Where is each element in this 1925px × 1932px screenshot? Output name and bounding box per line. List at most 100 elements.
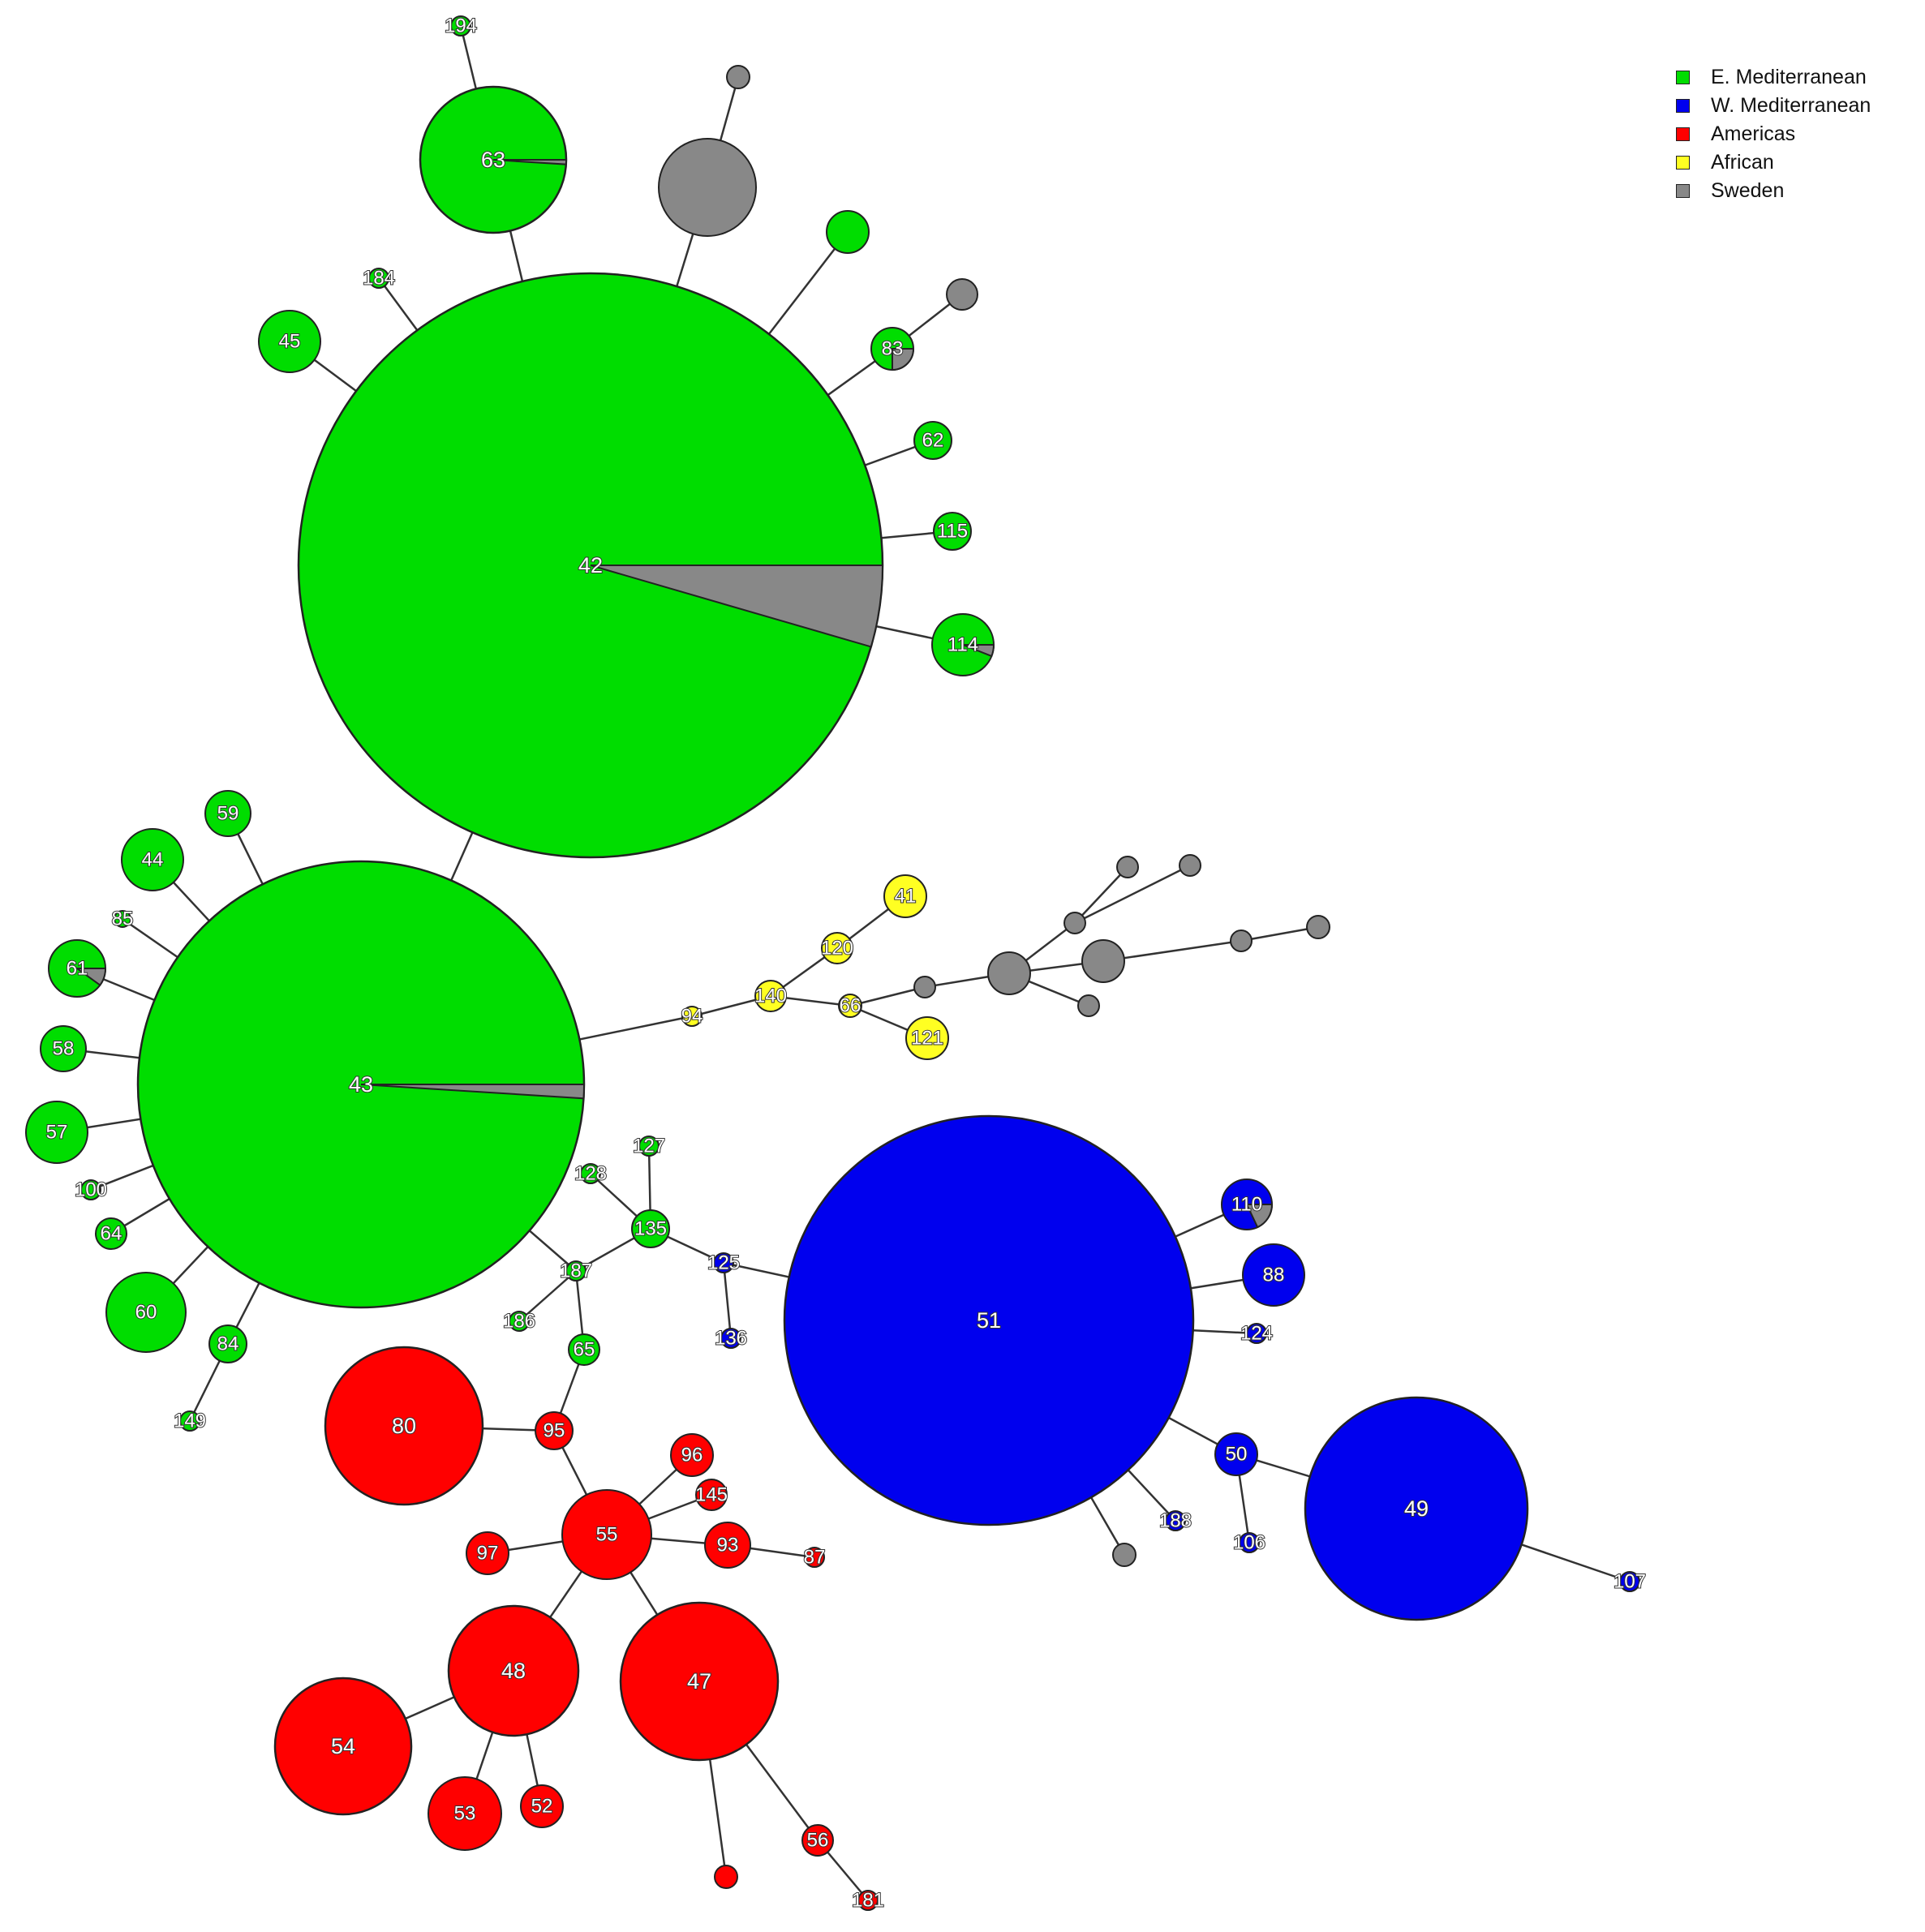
node-label: 47	[687, 1669, 711, 1694]
node-label: 106	[1233, 1532, 1265, 1554]
node-62: 62	[913, 421, 952, 460]
node-circle	[619, 1601, 780, 1762]
node-circle	[987, 951, 1031, 995]
legend-item-sweden: Sweden	[1676, 177, 1871, 205]
node-106: 106	[1232, 1531, 1266, 1555]
node-circle	[1619, 1571, 1640, 1592]
node-label: 97	[477, 1543, 499, 1565]
node-label: 50	[1226, 1444, 1248, 1466]
node-wedge	[892, 348, 915, 371]
node-circle	[520, 1784, 564, 1828]
node-label: 64	[101, 1223, 122, 1245]
node-sw-k	[1306, 915, 1330, 939]
node-sw-b	[726, 65, 750, 89]
node-circle	[450, 15, 471, 36]
node-label: 188	[1159, 1510, 1192, 1532]
node-label: 63	[481, 148, 505, 172]
node-circle	[258, 310, 321, 373]
node-44: 44	[121, 828, 184, 891]
node-circle	[670, 1433, 714, 1477]
node-label: 45	[279, 331, 301, 353]
node-95: 95	[535, 1411, 574, 1450]
node-51: 51	[783, 1114, 1195, 1526]
node-label: 93	[717, 1535, 739, 1556]
node-140: 140	[754, 980, 788, 1012]
node-45: 45	[258, 310, 321, 373]
node-circle	[324, 1346, 484, 1506]
node-sw-c	[946, 278, 978, 311]
node-194: 194	[444, 15, 478, 38]
node-label: 48	[501, 1659, 526, 1683]
node-circle	[681, 1006, 703, 1027]
node-circle	[1081, 939, 1125, 983]
node-wedge	[492, 159, 568, 165]
node-52: 52	[520, 1784, 564, 1828]
node-label: 80	[392, 1414, 416, 1438]
node-circle	[121, 828, 184, 891]
legend: E. Mediterranean W. Mediterranean Americ…	[1676, 63, 1871, 205]
node-circle	[720, 1328, 741, 1349]
node-wedge	[360, 1084, 586, 1100]
node-label: 136	[715, 1328, 747, 1350]
node-g-a	[826, 210, 870, 254]
legend-label: Sweden	[1711, 179, 1785, 202]
node-label: 96	[681, 1445, 703, 1466]
legend-label: African	[1711, 151, 1774, 174]
node-43: 43	[136, 860, 586, 1309]
node-circle	[1116, 856, 1139, 878]
node-label: 56	[807, 1830, 829, 1852]
node-circle	[905, 1016, 949, 1060]
node-149: 149	[173, 1410, 207, 1433]
node-circle	[1246, 1323, 1267, 1344]
node-sw-l	[1077, 994, 1100, 1017]
node-187: 187	[559, 1260, 593, 1283]
node-circle	[726, 65, 750, 89]
legend-label: Americas	[1711, 122, 1796, 145]
edge-sw-j-sw-k	[1240, 925, 1319, 942]
node-circle	[208, 1324, 247, 1363]
node-circle	[1179, 854, 1201, 877]
node-label: 95	[544, 1420, 565, 1442]
node-label: 107	[1613, 1571, 1646, 1593]
node-circle	[826, 210, 870, 254]
node-circle	[1242, 1243, 1305, 1307]
node-125: 125	[707, 1252, 741, 1275]
node-circle	[804, 1547, 825, 1568]
legend-item-w-mediterranean: W. Mediterranean	[1676, 92, 1871, 120]
node-label: 87	[804, 1547, 826, 1569]
legend-item-african: African	[1676, 148, 1871, 177]
node-115: 115	[933, 512, 972, 551]
node-label: 184	[363, 268, 395, 290]
node-56: 56	[801, 1824, 834, 1857]
node-circle	[933, 512, 972, 551]
node-circle	[1214, 1432, 1258, 1476]
node-55: 55	[561, 1489, 652, 1580]
node-50: 50	[1214, 1432, 1258, 1476]
node-84: 84	[208, 1324, 247, 1363]
node-label: 62	[922, 430, 944, 452]
node-circle	[1306, 915, 1330, 939]
node-85: 85	[111, 908, 135, 931]
node-label: 84	[217, 1333, 239, 1355]
node-circle	[1304, 1396, 1529, 1621]
node-label: 85	[112, 908, 134, 930]
node-114: 114	[931, 613, 995, 676]
node-63: 63	[419, 85, 568, 234]
node-circle	[821, 932, 853, 964]
node-circle	[1112, 1543, 1137, 1567]
node-label: 51	[977, 1308, 1001, 1333]
node-41: 41	[883, 874, 927, 918]
node-66: 66	[838, 994, 862, 1018]
node-label: 58	[53, 1038, 75, 1060]
node-wedge	[1245, 1204, 1274, 1229]
node-circle	[179, 1410, 200, 1432]
node-circle	[466, 1531, 509, 1575]
node-60: 60	[105, 1272, 187, 1353]
node-48: 48	[447, 1604, 580, 1737]
node-sw-d	[913, 976, 936, 998]
node-label: 135	[634, 1218, 667, 1240]
node-sw-a	[658, 138, 757, 237]
node-127: 127	[632, 1135, 666, 1158]
